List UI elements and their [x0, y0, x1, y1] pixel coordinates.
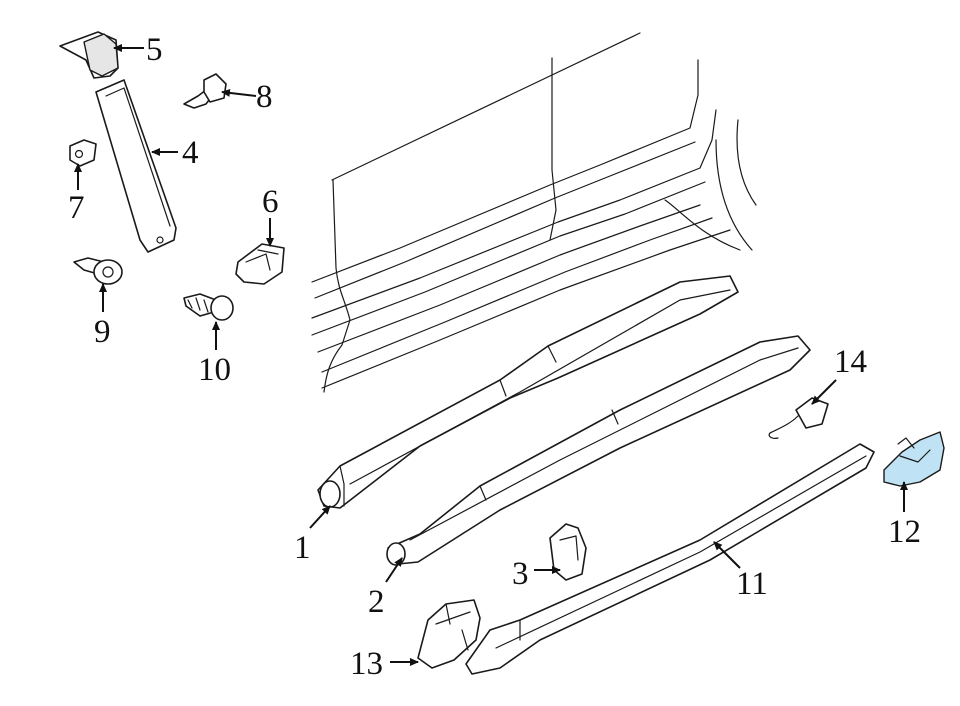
callout-10: 10 — [198, 352, 231, 388]
vehicle-body-outline — [311, 32, 757, 393]
callout-11: 11 — [736, 566, 768, 602]
callout-14: 14 — [834, 344, 867, 380]
callout-3: 3 — [512, 556, 529, 592]
callout-6: 6 — [262, 184, 279, 220]
callout-2: 2 — [368, 584, 385, 620]
part-6-clip — [235, 243, 285, 285]
part-8-push-pin — [183, 73, 227, 109]
callout-4: 4 — [182, 135, 199, 171]
part-2-outer-rocker — [386, 335, 811, 566]
callout-13: 13 — [350, 646, 383, 682]
part-4-pillar-trim — [95, 79, 177, 253]
part-5-pillar-cap — [59, 31, 119, 79]
callout-labels: 5 4 8 7 6 9 10 1 2 3 11 12 13 14 — [68, 32, 921, 682]
callout-12: 12 — [888, 514, 921, 550]
part-3-clip — [549, 523, 587, 581]
callout-7: 7 — [68, 190, 85, 226]
callout-8: 8 — [256, 79, 273, 115]
part-11-step-rail — [465, 443, 875, 675]
callout-arrows — [74, 44, 908, 666]
part-14-plug — [768, 397, 829, 439]
part-12-end-cap-highlighted — [883, 431, 945, 487]
part-10-screw — [183, 293, 234, 321]
part-7-nut — [69, 139, 97, 167]
part-1-inner-rocker — [317, 275, 739, 509]
callout-9: 9 — [94, 314, 111, 350]
callout-5: 5 — [146, 32, 163, 68]
part-13-bracket — [417, 599, 481, 669]
callout-1: 1 — [294, 530, 311, 566]
part-9-retainer — [73, 257, 123, 285]
